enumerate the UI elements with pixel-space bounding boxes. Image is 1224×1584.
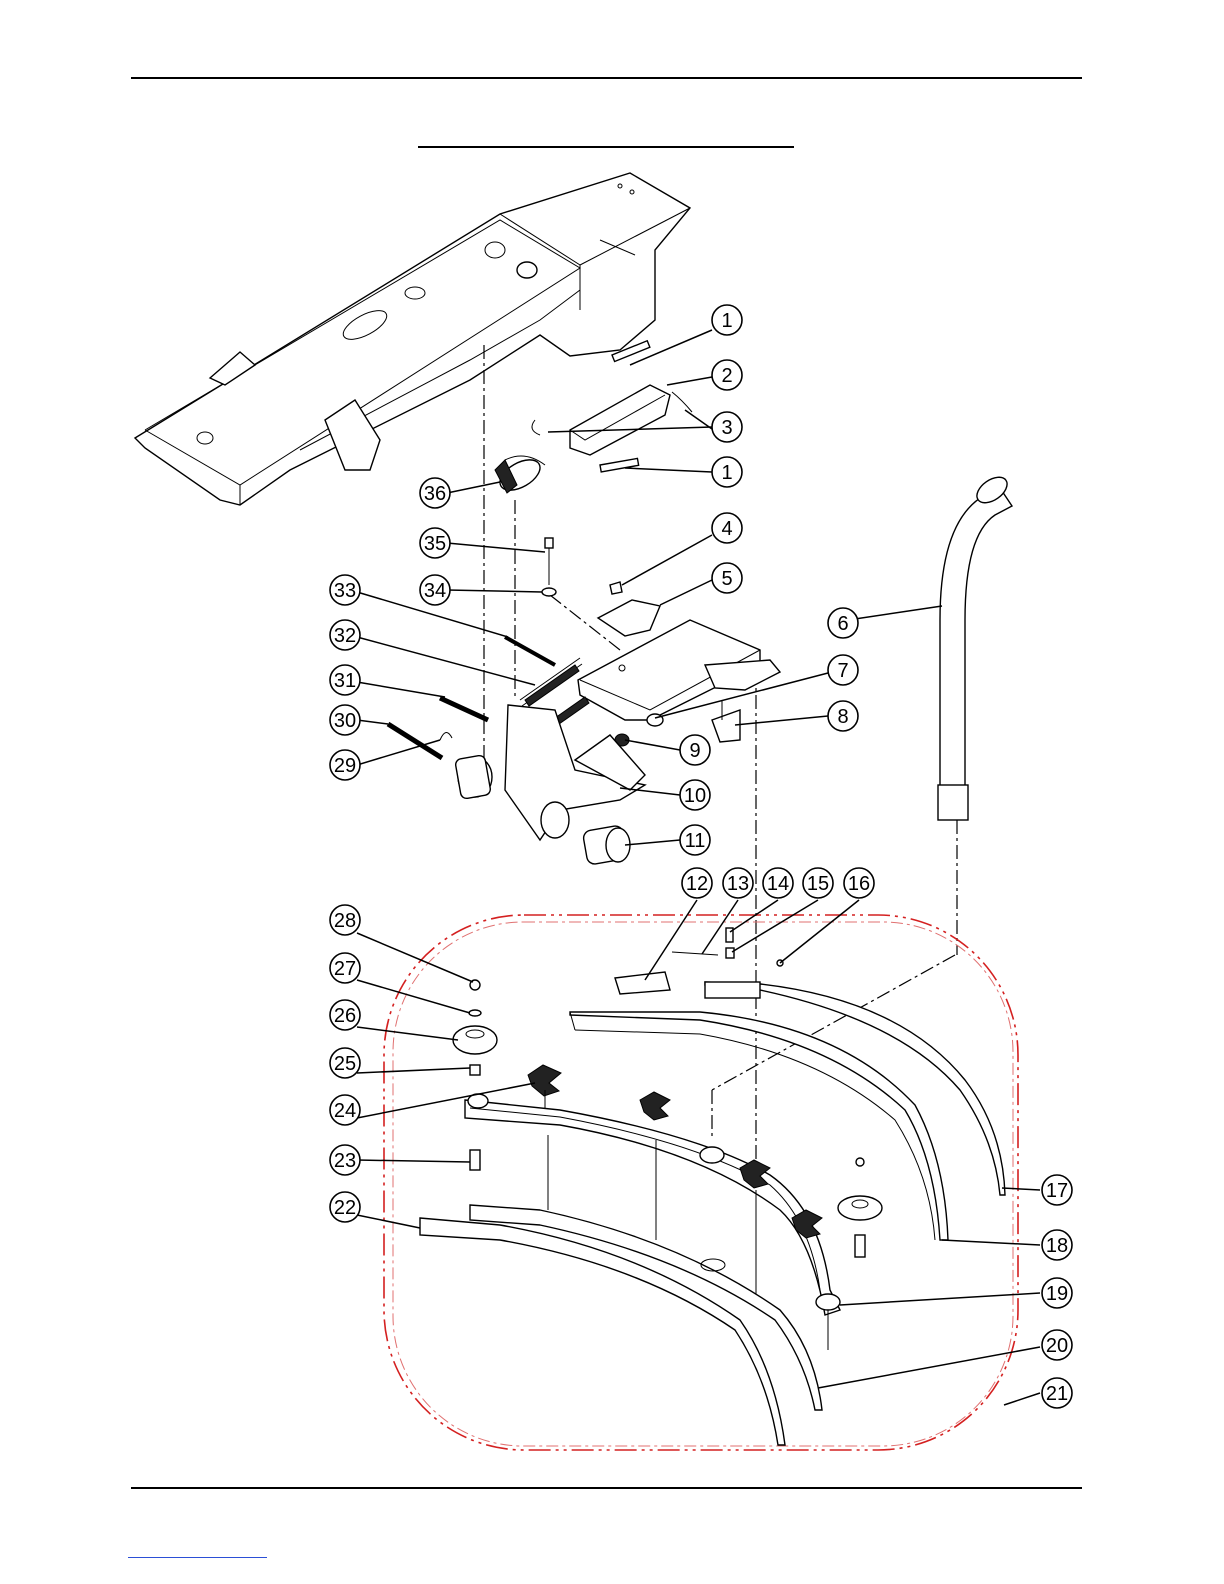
callout-22: 22 [330, 1192, 360, 1222]
callout-number: 19 [1046, 1283, 1068, 1305]
callout-28: 28 [330, 905, 360, 935]
callout-number: 4 [721, 518, 732, 540]
callout-number: 7 [837, 660, 848, 682]
callout-number: 10 [684, 785, 706, 807]
callout-number: 26 [334, 1005, 356, 1027]
callout-17: 17 [1042, 1175, 1072, 1205]
callout-29: 29 [330, 750, 360, 780]
callout-8: 8 [828, 701, 858, 731]
callout-number: 30 [334, 710, 356, 732]
bolt-35 [542, 538, 556, 596]
callout-4: 4 [712, 513, 742, 543]
callout-number: 13 [727, 873, 749, 895]
callout-number: 6 [837, 613, 848, 635]
callout-14: 14 [763, 868, 793, 898]
callout-number: 33 [334, 580, 356, 602]
lift-arm [455, 705, 645, 865]
callout-number: 11 [685, 830, 706, 852]
callout-12: 12 [682, 868, 712, 898]
callout-2: 2 [712, 360, 742, 390]
mount-plate [578, 582, 780, 746]
callout-number: 22 [334, 1197, 356, 1219]
callout-number: 14 [767, 873, 789, 895]
callout-20: 20 [1042, 1330, 1072, 1360]
callout-13: 13 [723, 868, 753, 898]
callout-number: 23 [334, 1150, 356, 1172]
blades-lower [420, 1205, 822, 1445]
callout-number: 20 [1046, 1335, 1068, 1357]
callout-1: 1 [712, 457, 742, 487]
callout-number: 1 [721, 310, 732, 332]
callout-number: 35 [424, 533, 446, 555]
callout-number: 2 [721, 365, 732, 387]
callout-number: 15 [807, 873, 829, 895]
callout-number: 1 [721, 462, 732, 484]
callout-16: 16 [844, 868, 874, 898]
wheel-group-right [828, 1158, 882, 1350]
callout-number: 24 [334, 1100, 356, 1122]
squeegee-group-outline [384, 915, 1018, 1450]
callout-number: 8 [837, 706, 848, 728]
callout-3: 3 [712, 412, 742, 442]
wheel-group-left [453, 980, 497, 1170]
callout-31: 31 [330, 665, 360, 695]
callout-number: 34 [424, 580, 446, 602]
callout-33: 33 [330, 575, 360, 605]
callout-11: 11 [680, 825, 710, 855]
callout-number: 5 [721, 568, 732, 590]
callout-number: 25 [334, 1053, 356, 1075]
callout-7: 7 [828, 655, 858, 685]
callout-number: 31 [334, 670, 356, 692]
callout-24: 24 [330, 1095, 360, 1125]
callout-15: 15 [803, 868, 833, 898]
callout-30: 30 [330, 705, 360, 735]
frame-assembly [135, 173, 690, 505]
callout-number: 29 [334, 755, 356, 777]
callout-10: 10 [680, 780, 710, 810]
callout-number: 28 [334, 910, 356, 932]
callout-26: 26 [330, 1000, 360, 1030]
callout-18: 18 [1042, 1230, 1072, 1260]
callout-5: 5 [712, 563, 742, 593]
callout-1: 1 [712, 305, 742, 335]
callout-number: 3 [721, 417, 732, 439]
callout-number: 36 [424, 483, 446, 505]
callout-number: 32 [334, 625, 356, 647]
callout-25: 25 [330, 1048, 360, 1078]
callout-number: 27 [334, 958, 356, 980]
tube-6 [938, 472, 1012, 820]
callout-35: 35 [420, 528, 450, 558]
callout-number: 12 [686, 873, 708, 895]
knob-24 [528, 1065, 561, 1108]
callout-number: 18 [1046, 1235, 1068, 1257]
callout-number: 9 [689, 740, 700, 762]
callout-number: 21 [1046, 1383, 1068, 1405]
callout-number: 16 [848, 873, 870, 895]
callout-23: 23 [330, 1145, 360, 1175]
callout-21: 21 [1042, 1378, 1072, 1408]
callout-9: 9 [680, 735, 710, 765]
callout-number: 17 [1046, 1180, 1068, 1202]
callout-36: 36 [420, 478, 450, 508]
callout-32: 32 [330, 620, 360, 650]
actuator-assembly [495, 341, 692, 497]
callout-27: 27 [330, 953, 360, 983]
callout-34: 34 [420, 575, 450, 605]
callout-19: 19 [1042, 1278, 1072, 1308]
callout-6: 6 [828, 608, 858, 638]
